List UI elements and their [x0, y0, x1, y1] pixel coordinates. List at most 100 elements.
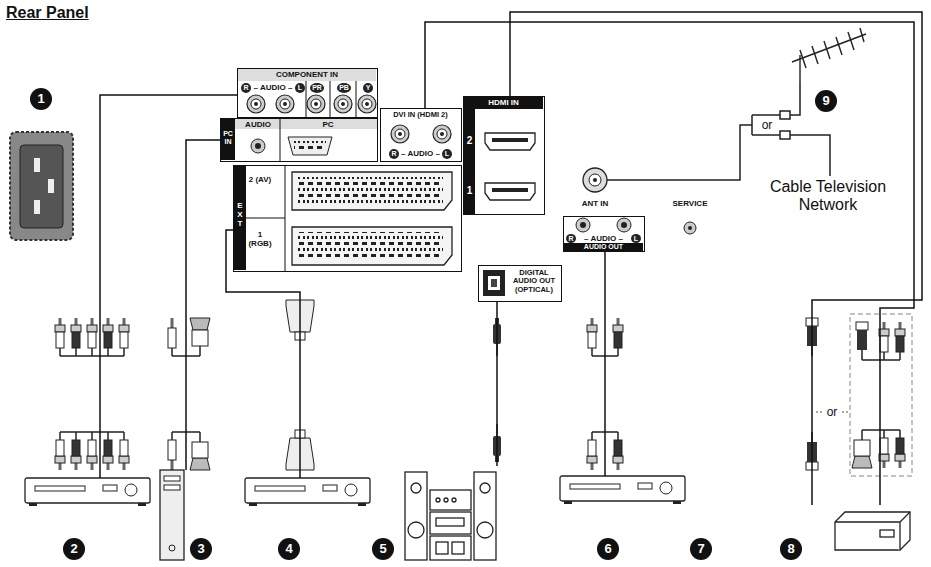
pc-in-ports	[294, 141, 326, 151]
component-in-panel: COMPONENT INR– AUDIO –LPRPBY	[237, 68, 378, 118]
component-cable	[119, 318, 129, 356]
set-top-box	[835, 512, 910, 550]
antenna	[836, 37, 842, 55]
callout-number: 9	[815, 90, 837, 112]
audio-out-jacks	[580, 222, 586, 228]
channel-icon: L	[295, 83, 305, 93]
antenna-jack	[589, 174, 601, 186]
set-top-box	[835, 512, 910, 550]
channel-icon: PR	[310, 83, 324, 93]
cable-connector	[604, 252, 606, 476]
or-note: or	[822, 405, 842, 419]
antenna-jack	[593, 178, 597, 182]
antenna	[860, 28, 864, 42]
callout-number: 4	[278, 538, 300, 560]
audio-out-jacks	[576, 218, 590, 232]
antenna-jack	[583, 168, 607, 192]
vcr-device: 4	[245, 478, 375, 563]
coax-cable	[780, 111, 790, 119]
stereo-device: 5	[370, 466, 505, 563]
port-label: PC	[283, 120, 373, 130]
pc-in-ports	[288, 137, 332, 155]
stereo-system	[452, 542, 464, 554]
stereo-system	[436, 498, 440, 502]
pc-tower	[160, 470, 184, 560]
power-inlet	[20, 145, 63, 228]
channel-icon: R	[389, 149, 399, 159]
port-label: AUDIO	[236, 120, 280, 130]
pc-tower	[160, 470, 184, 560]
service-jack	[684, 222, 696, 234]
scart-ports	[298, 177, 443, 203]
dvi-cable-group	[850, 314, 912, 476]
stereo-system	[430, 512, 471, 534]
port-number: 1	[464, 185, 475, 197]
dvi-cable-group	[856, 322, 868, 360]
callout-number: 7	[690, 538, 712, 560]
audio-out-cable	[613, 318, 623, 356]
hdmi-ports	[463, 108, 475, 215]
power-inlet	[34, 158, 40, 172]
pc-tower	[169, 545, 175, 551]
dvi-audio-jacks	[391, 125, 451, 143]
dvi-cable-group	[850, 314, 912, 476]
panel-heading: AUDIO OUT	[564, 243, 643, 251]
component-cable	[55, 432, 65, 470]
pc-device: 3	[156, 470, 214, 563]
service-jack	[684, 222, 696, 234]
panel-heading: PC IN	[221, 119, 235, 160]
power-inlet: 1	[8, 88, 76, 243]
audio-out-panel: R– AUDIO –LAUDIO OUT	[563, 216, 645, 252]
pc-in-ports	[280, 118, 281, 162]
callout-number: 3	[190, 538, 212, 560]
callout-number: 5	[372, 538, 394, 560]
component-jacks	[330, 80, 331, 118]
dvi-in-panel: DVI IN (HDMI 2)R– AUDIO –L	[380, 108, 462, 162]
audio-out-jacks	[621, 222, 627, 228]
stereo-system	[411, 483, 421, 493]
component-cable	[60, 356, 124, 432]
cable-connector	[496, 302, 498, 466]
antenna	[812, 46, 818, 64]
power-inlet	[10, 132, 73, 240]
stereo-system	[405, 472, 496, 560]
stereo-system	[480, 483, 490, 493]
stereo-system	[477, 522, 493, 538]
callout-number: 2	[63, 538, 85, 560]
channel-icon: L	[631, 234, 641, 243]
channel-icon: R	[241, 83, 251, 93]
vcr-device: 2	[25, 478, 150, 563]
component-cable	[71, 432, 81, 470]
pc-in-ports	[255, 143, 261, 149]
component-jacks	[358, 95, 376, 113]
network-label: Cable Television Network	[758, 178, 898, 220]
diagram-title: Rear Panel	[6, 4, 136, 26]
vcr	[560, 476, 685, 504]
component-jacks	[247, 95, 265, 113]
channel-icon: Y	[363, 83, 373, 93]
vcr-device: 6	[558, 476, 692, 563]
panel-heading: COMPONENT IN	[238, 69, 376, 81]
antenna	[792, 28, 866, 82]
scart-ports	[285, 165, 286, 272]
antenna-jack	[583, 168, 607, 192]
component-jacks	[334, 95, 352, 113]
port-number: 2	[464, 135, 475, 147]
callout-number: 8	[780, 538, 802, 560]
scart-ports	[292, 227, 452, 265]
ext-scart-panel: EXT2 (AV)1 (RGB)	[233, 165, 462, 272]
coax-cable	[780, 131, 790, 139]
service-jack	[688, 226, 692, 230]
set-top-box-device: 8	[778, 505, 915, 563]
vcr	[245, 478, 370, 506]
component-cable	[103, 432, 113, 470]
audio-out-cable	[587, 432, 597, 470]
hdmi-ports	[463, 108, 535, 215]
cable-connector	[186, 140, 220, 470]
stereo-system	[430, 536, 471, 560]
component-cable	[87, 432, 97, 470]
channel-icon: PB	[337, 83, 351, 93]
channel-icon: L	[442, 149, 452, 159]
